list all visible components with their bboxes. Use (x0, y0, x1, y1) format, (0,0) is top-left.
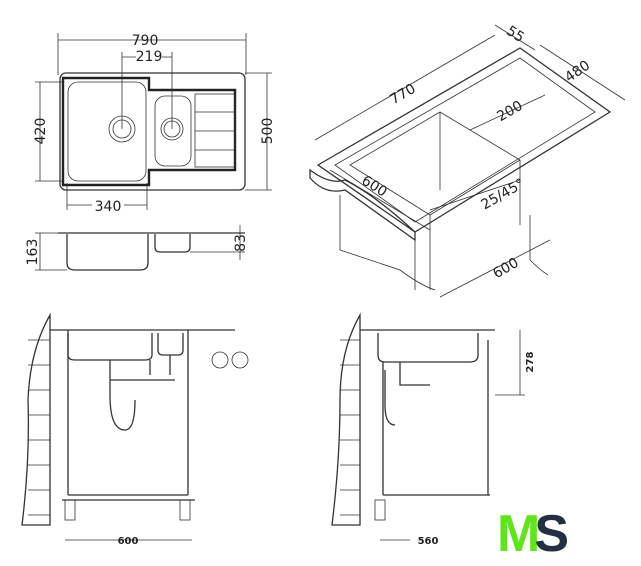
top-view: 790 219 420 500 340 (33, 33, 276, 215)
side-installation-view: 278 560 (331, 312, 536, 547)
dim-600-cabinet-depth: 600 (490, 255, 521, 282)
dim-420: 420 (33, 118, 49, 145)
perspective-view: 770 55 480 200 600 25/45° 600 (309, 23, 626, 298)
dim-340: 340 (95, 199, 122, 215)
dim-600-front: 600 (118, 536, 139, 547)
dim-278: 278 (525, 352, 536, 373)
dim-790: 790 (132, 33, 159, 49)
dim-163: 163 (25, 239, 41, 266)
ms-logo: MS (497, 505, 569, 563)
dim-560: 560 (418, 536, 439, 547)
side-profile: 163 83 (25, 225, 249, 271)
dim-500: 500 (260, 118, 276, 145)
front-installation-view: 600 (21, 312, 249, 547)
dim-219: 219 (136, 49, 163, 65)
logo-m: M (497, 505, 540, 563)
dim-770: 770 (387, 81, 418, 108)
dim-83: 83 (233, 234, 249, 252)
dim-200: 200 (494, 98, 525, 125)
logo-s: S (534, 505, 569, 563)
